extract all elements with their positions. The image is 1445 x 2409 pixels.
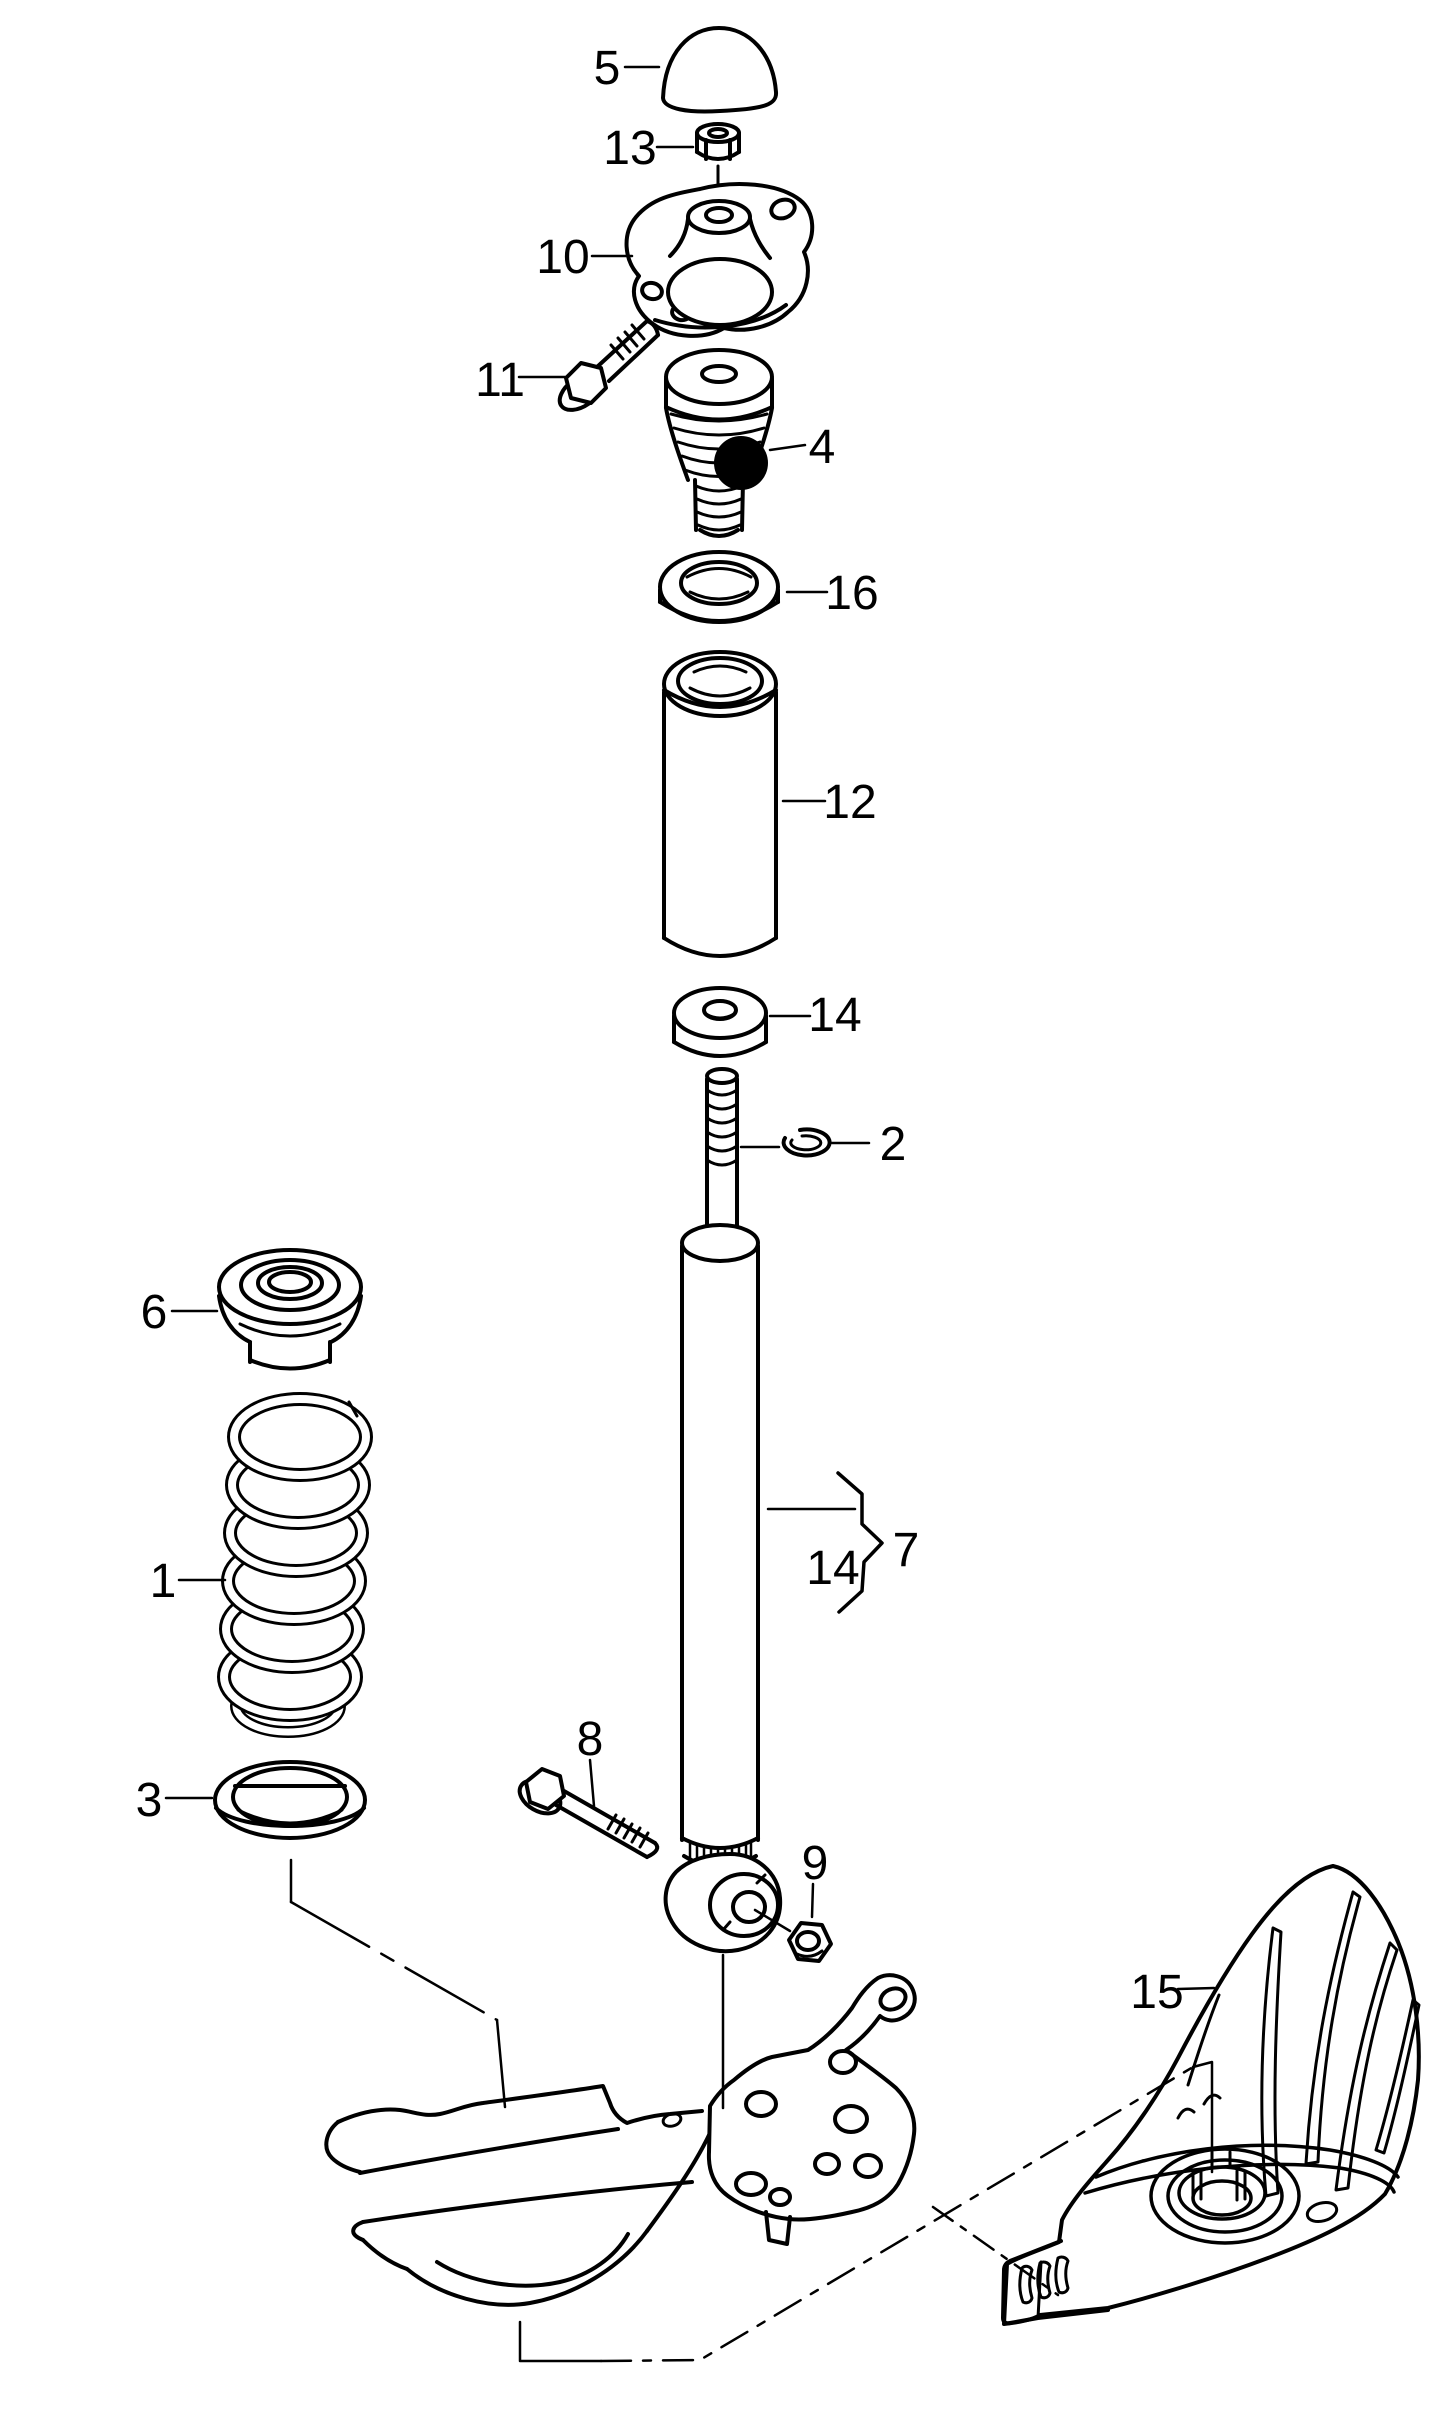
callout-label-13[interactable]: 13 [603,122,656,175]
callout-14-washer: 14 [768,989,862,1042]
callout-label-4[interactable]: 4 [809,421,836,474]
callouts: 5 13 10 11 4 16 12 14 [136,42,1216,2109]
callout-10: 10 [536,231,634,284]
callout-1: 1 [150,1555,227,1608]
callout-label-12[interactable]: 12 [823,776,876,829]
part-12-protective-tube [662,650,778,958]
part-11-bolt [557,319,660,412]
callout-label-8[interactable]: 8 [577,1713,604,1766]
callout-label-2[interactable]: 2 [880,1118,907,1171]
callout-12: 12 [781,776,877,829]
callout-16: 16 [785,567,879,620]
callout-label-15[interactable]: 15 [1130,1966,1183,2019]
callout-label-14-group[interactable]: 14 [806,1542,859,1595]
part-1-coil-spring [217,1392,373,1738]
datum-lines [518,2060,1214,2363]
callout-7-group: 14 7 [766,1471,920,1614]
callout-4: 4 [768,421,836,474]
part-7-shock-absorber [663,1067,783,1954]
callout-8: 8 [577,1713,604,1808]
axle-beam [324,2084,712,2307]
callout-6: 6 [141,1286,219,1339]
part-3-lower-spring-seat [213,1760,367,1840]
part-14-spacer-washer [672,986,768,1058]
part-5-protective-cap [661,26,779,114]
callout-15: 15 [1130,1966,1216,2019]
part-4-bump-stop [664,348,774,538]
callout-5: 5 [594,42,661,95]
callout-label-14-washer[interactable]: 14 [808,989,861,1042]
brace [836,1471,884,1614]
callout-13: 13 [603,122,695,175]
callout-label-10[interactable]: 10 [536,231,589,284]
callout-label-6[interactable]: 6 [141,1286,168,1339]
callout-label-7[interactable]: 7 [893,1524,920,1577]
callout-11: 11 [475,354,567,407]
part-9-hex-nut [787,1921,833,1963]
callout-label-9[interactable]: 9 [802,1837,829,1890]
part-8-bolt [517,1767,660,1859]
callout-label-1[interactable]: 1 [150,1555,177,1608]
black-dot-marker [714,436,768,490]
callout-3: 3 [136,1774,507,2109]
callout-label-16[interactable]: 16 [825,567,878,620]
part-16-mounting-ring [658,550,780,624]
part-2-retaining-clip [781,1127,832,1158]
part-6-upper-spring-seat [217,1248,363,1371]
shock-mount-bracket [706,1953,917,2246]
callout-9: 9 [753,1837,829,1933]
callout-label-5[interactable]: 5 [594,42,621,95]
callout-label-11[interactable]: 11 [475,354,525,407]
callout-2: 2 [739,1118,907,1171]
part-10-strut-mount [624,182,815,338]
callout-label-3[interactable]: 3 [136,1774,163,1827]
